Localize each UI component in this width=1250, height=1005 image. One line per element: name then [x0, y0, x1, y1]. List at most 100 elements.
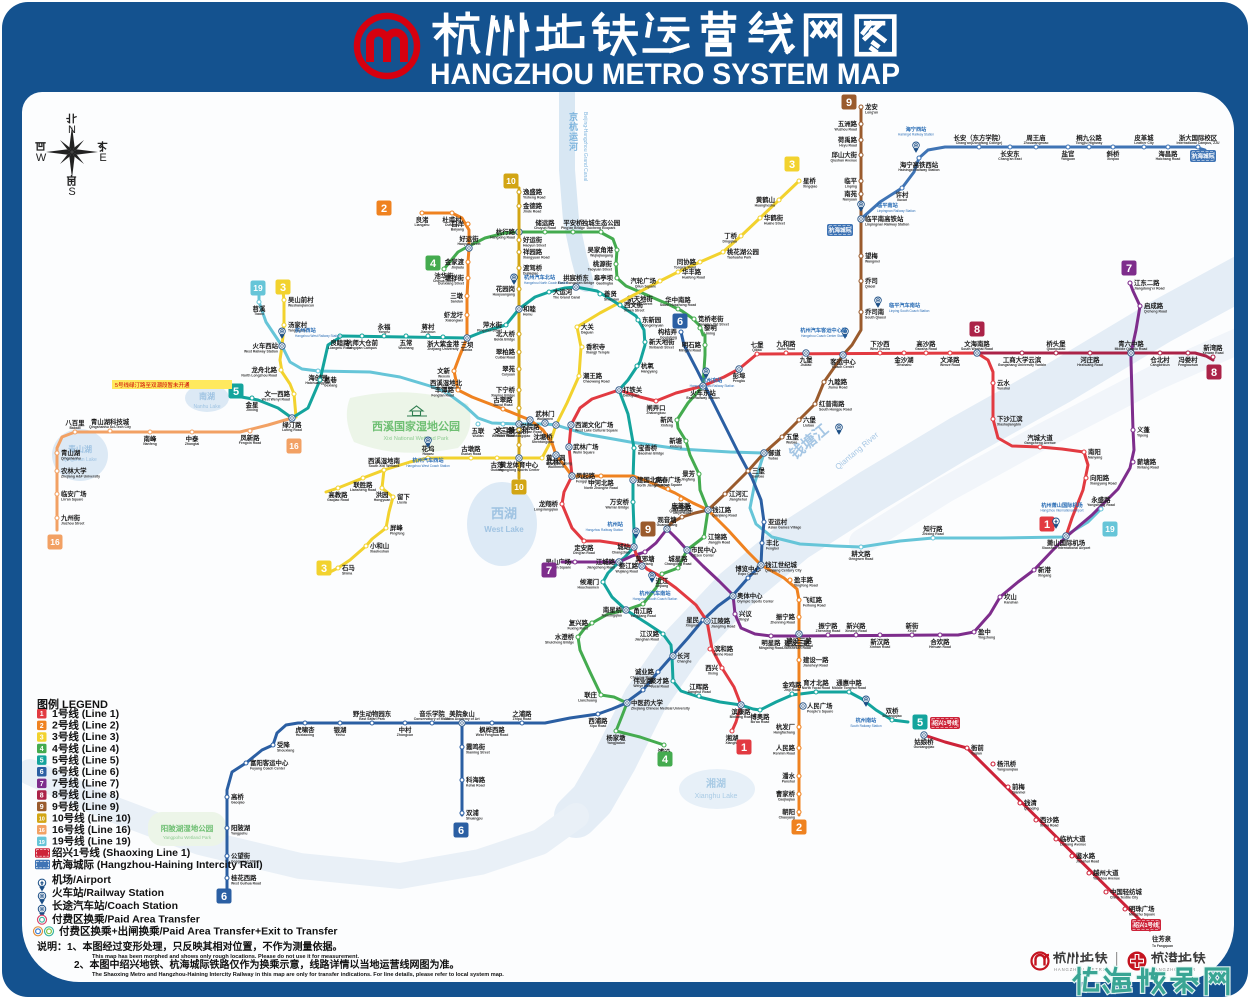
- svg-text:临平南高铁站: 临平南高铁站: [865, 214, 904, 223]
- svg-text:兴议: 兴议: [739, 609, 752, 618]
- svg-text:Gaosha Road: Gaosha Road: [915, 347, 937, 351]
- svg-text:潘水: 潘水: [782, 771, 795, 780]
- svg-text:西沙路: 西沙路: [1040, 815, 1060, 824]
- svg-text:金鸡路: 金鸡路: [781, 680, 802, 689]
- svg-text:文三路: 文三路: [493, 426, 513, 435]
- svg-text:西湖文化广场: 西湖文化广场: [575, 420, 614, 429]
- svg-text:Yingzhong: Yingzhong: [978, 636, 995, 640]
- svg-text:8: 8: [40, 792, 44, 799]
- svg-text:前梅: 前梅: [1012, 782, 1025, 791]
- svg-text:Babaili: Babaili: [69, 426, 80, 430]
- svg-text:Yinhu: Yinhu: [335, 733, 344, 737]
- svg-text:新街: 新街: [906, 621, 919, 630]
- svg-text:江晖路: 江晖路: [689, 682, 709, 691]
- svg-text:新港: 新港: [1038, 565, 1051, 574]
- svg-text:大运河: 大运河: [553, 287, 573, 296]
- svg-text:白洋: 白洋: [451, 219, 464, 228]
- svg-text:Xucun: Xucun: [897, 198, 907, 202]
- svg-text:Nanhu Lake: Nanhu Lake: [194, 404, 221, 410]
- svg-text:大关: 大关: [581, 322, 594, 331]
- svg-text:Qibao: Qibao: [752, 348, 762, 352]
- svg-text:HANGZHOU METRO SYSTEM MAP: HANGZHOU METRO SYSTEM MAP: [430, 58, 900, 91]
- svg-text:Haichuangyuan: Haichuangyuan: [305, 381, 330, 385]
- svg-text:耕文路: 耕文路: [851, 549, 871, 558]
- svg-text:Wulinmen: Wulinmen: [548, 465, 564, 469]
- svg-text:北大桥: 北大桥: [496, 329, 516, 338]
- svg-text:文一西路: 文一西路: [264, 389, 290, 398]
- svg-text:Hainingxi Railway Station: Hainingxi Railway Station: [898, 168, 939, 172]
- svg-text:Liansheng Road: Liansheng Road: [350, 488, 376, 492]
- svg-text:China Academy of Art: China Academy of Art: [444, 717, 480, 721]
- svg-text:曹家桥: 曹家桥: [776, 789, 796, 798]
- svg-text:Jinjiadu: Jinjiadu: [451, 266, 464, 270]
- svg-text:Mingshi Road: Mingshi Road: [679, 349, 701, 353]
- svg-text:长安（东方学院）: 长安（东方学院）: [953, 133, 1004, 142]
- svg-text:Qingshan Lake: Qingshan Lake: [63, 457, 97, 463]
- svg-text:Sanbao: Sanbao: [752, 475, 764, 479]
- svg-text:5号线绿汀路至双潮段暂未开通: 5号线绿汀路至双潮段暂未开通: [115, 381, 190, 389]
- svg-text:聚才路: 聚才路: [649, 676, 670, 685]
- svg-text:Qicheng Road: Qicheng Road: [1144, 310, 1167, 314]
- svg-text:Haichang Road: Haichang Road: [1156, 157, 1181, 161]
- svg-text:奥体中心: 奥体中心: [737, 591, 763, 600]
- svg-text:杭行路: 杭行路: [496, 227, 516, 236]
- svg-text:丰北: 丰北: [766, 538, 779, 547]
- svg-text:Jiangcun: Jiangcun: [421, 330, 436, 334]
- svg-text:Ducheng Ecopark: Ducheng Ecopark: [587, 226, 616, 230]
- svg-text:虎啸杏: 虎啸杏: [295, 725, 315, 734]
- svg-text:Changxing Road: Changxing Road: [665, 562, 692, 566]
- svg-text:黄鹤山: 黄鹤山: [756, 195, 775, 204]
- svg-text:华丰路: 华丰路: [682, 267, 702, 276]
- svg-text:Gongwang Street: Gongwang Street: [231, 860, 260, 864]
- svg-text:Asian Games Village: Asian Games Village: [768, 526, 801, 530]
- svg-text:Liangzhu: Liangzhu: [415, 223, 430, 227]
- svg-text:杭州汽车北站: 杭州汽车北站: [524, 273, 556, 281]
- svg-text:Wenze Road: Wenze Road: [940, 363, 960, 367]
- svg-text:Xixing: Xixing: [708, 672, 718, 676]
- svg-text:Gongshang University Yunbin: Gongshang University Yunbin: [998, 363, 1046, 367]
- svg-text:Huahe Street: Huahe Street: [764, 222, 786, 226]
- svg-text:乔司: 乔司: [864, 276, 878, 285]
- svg-text:江汉路: 江汉路: [640, 629, 660, 638]
- svg-text:杭氧: 杭氧: [641, 361, 654, 370]
- svg-text:临平南站: 临平南站: [877, 201, 899, 209]
- svg-text:火车东站: 火车东站: [690, 388, 716, 397]
- svg-text:Sanba: Sanba: [462, 348, 472, 352]
- svg-text:Gaotingba: Gaotingba: [596, 282, 613, 286]
- svg-text:South Railway Station: South Railway Station: [850, 724, 881, 728]
- svg-text:振宁路: 振宁路: [776, 612, 796, 621]
- svg-text:建国北路: 建国北路: [636, 475, 663, 484]
- svg-text:Zhixing Road: Zhixing Road: [922, 532, 943, 536]
- svg-text:Chaowang Road: Chaowang Road: [583, 380, 610, 384]
- svg-text:Hangzhou South Coach Station: Hangzhou South Coach Station: [633, 597, 678, 601]
- svg-text:Taoyuan Street: Taoyuan Street: [588, 268, 613, 272]
- svg-text:莫邪塘: 莫邪塘: [635, 554, 655, 563]
- svg-text:高教路: 高教路: [328, 490, 348, 499]
- svg-text:杭州萧山国际机场: 杭州萧山国际机场: [1041, 501, 1083, 509]
- svg-text:绿汀路: 绿汀路: [282, 420, 302, 429]
- svg-text:Mingxing Road: Mingxing Road: [759, 646, 783, 650]
- svg-text:Chuyun Road: Chuyun Road: [534, 226, 556, 230]
- svg-text:荷禹路: 荷禹路: [837, 135, 858, 144]
- svg-text:伟业路: 伟业路: [633, 676, 653, 685]
- svg-text:Zhejiang A&F University: Zhejiang A&F University: [61, 475, 100, 479]
- svg-text:下宁桥: 下宁桥: [496, 385, 516, 394]
- svg-text:Jiumu Road: Jiumu Road: [828, 386, 847, 390]
- svg-text:Xinfeng: Xinfeng: [661, 424, 673, 428]
- svg-text:临平汽车南站: 临平汽车南站: [889, 301, 921, 309]
- svg-text:Tangjiacun: Tangjiacun: [288, 329, 306, 333]
- svg-text:甬江路: 甬江路: [633, 606, 653, 615]
- svg-text:Xinwan Road: Xinwan Road: [1202, 351, 1223, 355]
- svg-text:姑娘桥: 姑娘桥: [914, 737, 934, 746]
- svg-text:萍水街: 萍水街: [483, 320, 503, 329]
- svg-text:Yunshui: Yunshui: [997, 387, 1010, 391]
- svg-text:仓北村: 仓北村: [1149, 355, 1170, 364]
- svg-text:Taohuahu Park: Taohuahu Park: [727, 256, 751, 260]
- svg-text:江陵路: 江陵路: [711, 616, 731, 625]
- svg-text:Huanglongdong: Huanglongdong: [546, 462, 572, 466]
- svg-text:平安桥: 平安桥: [563, 218, 583, 227]
- svg-text:North Yucai Road: North Yucai Road: [802, 686, 830, 690]
- svg-text:龙舟北路: 龙舟北路: [250, 365, 277, 374]
- svg-text:双浦: 双浦: [466, 808, 479, 817]
- svg-text:华中南路: 华中南路: [665, 295, 691, 304]
